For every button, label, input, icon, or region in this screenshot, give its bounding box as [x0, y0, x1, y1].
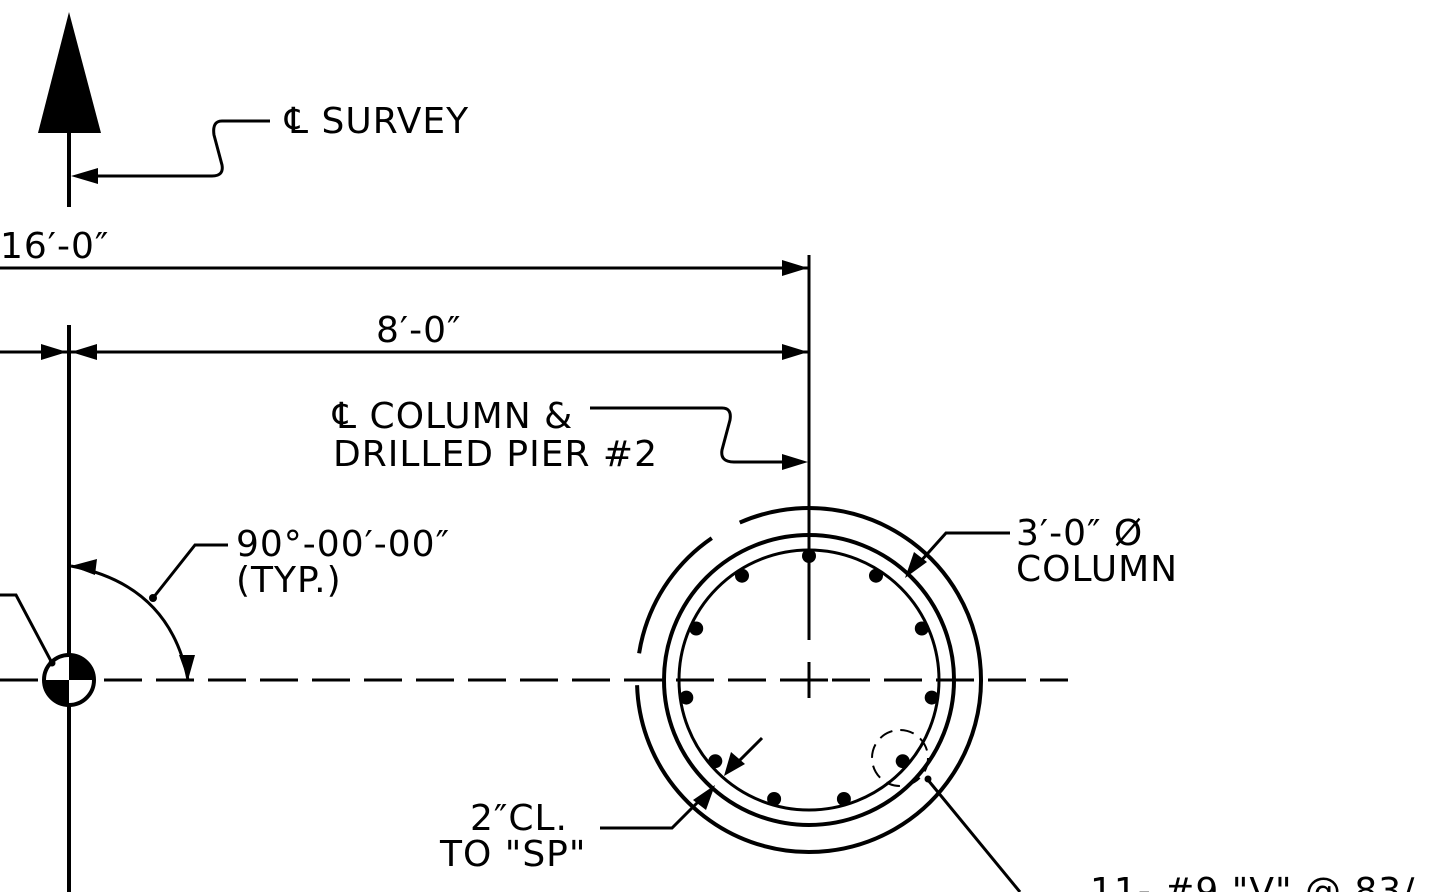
survey-point-leader [0, 593, 54, 664]
dim-8-inner-arrowhead [71, 344, 97, 360]
rebar-dot [895, 754, 910, 769]
rebar-dot [802, 549, 816, 563]
column-pier-leader [590, 406, 785, 464]
rebar-dot [767, 792, 782, 806]
column-dia-arrowhead [905, 552, 927, 578]
rebar-detail-circle [871, 729, 929, 787]
survey-point-fill-tr [69, 655, 94, 680]
dim-8-label: 8′-0″ [376, 310, 461, 351]
rebar-note-leader-dot [924, 775, 932, 783]
clearance-arrowhead-inner [724, 752, 745, 776]
column-dia-label-line2: COLUMN [1016, 549, 1178, 590]
rebar-group [679, 549, 939, 806]
rebar-dot [708, 754, 723, 769]
survey-point-leader-dot [48, 659, 56, 667]
rebar-note-label: 11- #9 "V" @ 83/ [1090, 871, 1415, 892]
column-outline [662, 533, 956, 827]
column-pier-label-line1: ℄ COLUMN & [332, 396, 573, 437]
rebar-dot [914, 621, 929, 636]
column-pier-arrowhead [782, 454, 808, 470]
column-dia-label-line1: 3′-0″ Ø [1016, 513, 1143, 554]
rebar-dot [924, 690, 939, 705]
dim-16-label: 16′-0″ [0, 226, 109, 267]
angle-leader-dot [149, 594, 157, 602]
angle-arrowhead-bottom [179, 655, 195, 680]
column-pier-label-line2: DRILLED PIER #2 [333, 434, 658, 475]
rebar-dot [869, 568, 883, 583]
rebar-dot [689, 621, 704, 636]
drilled-pier-outline [635, 506, 983, 854]
dim-16-arrowhead [782, 260, 808, 276]
clearance-arrowhead-outer [693, 785, 715, 810]
rebar-dot [735, 568, 749, 583]
clearance-label-line2: TO "SP" [439, 834, 586, 875]
clearance-leader [600, 793, 707, 830]
dim-8-left-arrowhead [41, 344, 67, 360]
angle-label-line1: 90°-00′-00″ [236, 524, 450, 565]
column-dia-leader [918, 531, 1010, 564]
rebar-dot [679, 690, 694, 705]
survey-point-fill-bl [44, 680, 69, 705]
north-arrow-icon [38, 12, 101, 133]
angle-label-line2: (TYP.) [236, 560, 342, 601]
survey-leader-arrowhead [71, 168, 98, 184]
rebar-dot [836, 792, 851, 806]
dim-8-right-arrowhead [782, 344, 808, 360]
survey-label: ℄ SURVEY [284, 101, 469, 142]
clearance-label-line1: 2″CL. [470, 798, 568, 839]
survey-leader [95, 119, 270, 178]
angle-arrowhead-top [71, 559, 97, 575]
rebar-note-leader [926, 779, 1022, 892]
angle-leader [151, 543, 228, 599]
